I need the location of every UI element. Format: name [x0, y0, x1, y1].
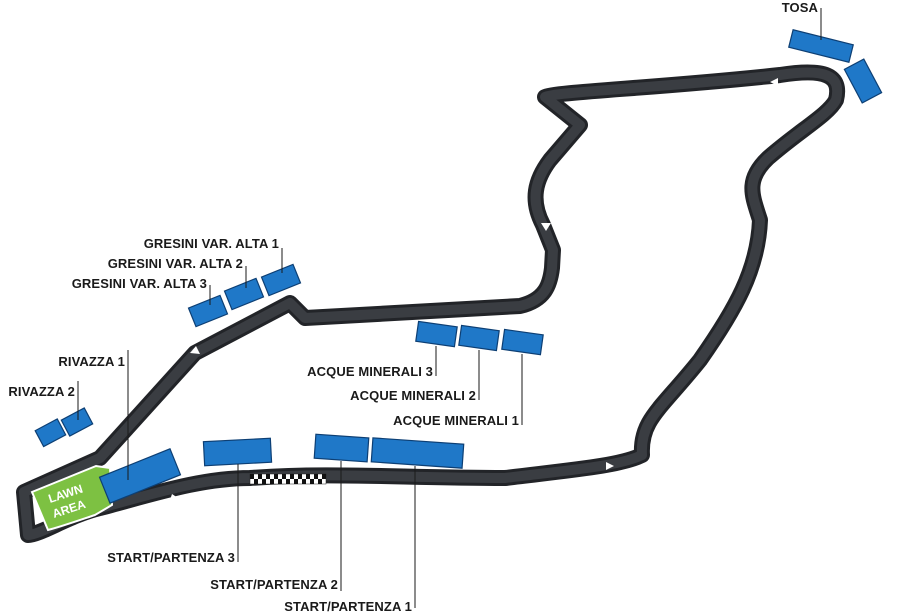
grandstand-labels: TOSA GRESINI VAR. ALTA 1 GRESINI VAR. AL… — [8, 0, 818, 613]
grandstands — [34, 29, 883, 504]
direction-arrow-icon — [170, 494, 178, 500]
direction-arrow-icon — [770, 78, 778, 86]
grandstand-tosa-a[interactable] — [788, 29, 854, 63]
direction-arrow-icon — [541, 223, 551, 231]
grandstand-gresini-1[interactable] — [260, 263, 302, 297]
label-gresini-3: GRESINI VAR. ALTA 3 — [72, 276, 207, 291]
grandstand-start-2[interactable] — [313, 433, 370, 463]
label-start-2: START/PARTENZA 2 — [210, 577, 338, 592]
grandstand-acque-3[interactable] — [415, 320, 458, 348]
grandstand-gresini-2[interactable] — [223, 277, 265, 311]
grandstand-start-1[interactable] — [370, 437, 465, 469]
direction-arrow-icon — [190, 346, 200, 354]
label-rivazza-1: RIVAZZA 1 — [58, 354, 125, 369]
grandstand-rivazza-2-a[interactable] — [34, 418, 67, 448]
direction-arrow-icon — [606, 462, 614, 470]
label-tosa: TOSA — [782, 0, 819, 15]
grandstand-acque-1[interactable] — [501, 328, 544, 356]
label-acque-3: ACQUE MINERALI 3 — [307, 364, 433, 379]
label-start-3: START/PARTENZA 3 — [107, 550, 235, 565]
label-acque-1: ACQUE MINERALI 1 — [393, 413, 519, 428]
label-rivazza-2: RIVAZZA 2 — [8, 384, 75, 399]
grandstand-tosa-b[interactable] — [843, 58, 883, 104]
grandstand-start-3[interactable] — [202, 437, 273, 467]
grandstand-acque-2[interactable] — [458, 324, 500, 352]
label-gresini-1: GRESINI VAR. ALTA 1 — [144, 236, 279, 251]
label-gresini-2: GRESINI VAR. ALTA 2 — [108, 256, 243, 271]
grandstand-rivazza-1[interactable] — [98, 448, 182, 504]
lawn-area: LAWN AREA — [30, 464, 114, 532]
finish-line-icon — [249, 473, 327, 485]
leader-lines — [77, 8, 822, 608]
label-acque-2: ACQUE MINERALI 2 — [350, 388, 476, 403]
grandstand-rivazza-2-b[interactable] — [60, 407, 94, 437]
label-start-1: START/PARTENZA 1 — [284, 599, 412, 613]
grandstand-gresini-3[interactable] — [187, 294, 229, 328]
